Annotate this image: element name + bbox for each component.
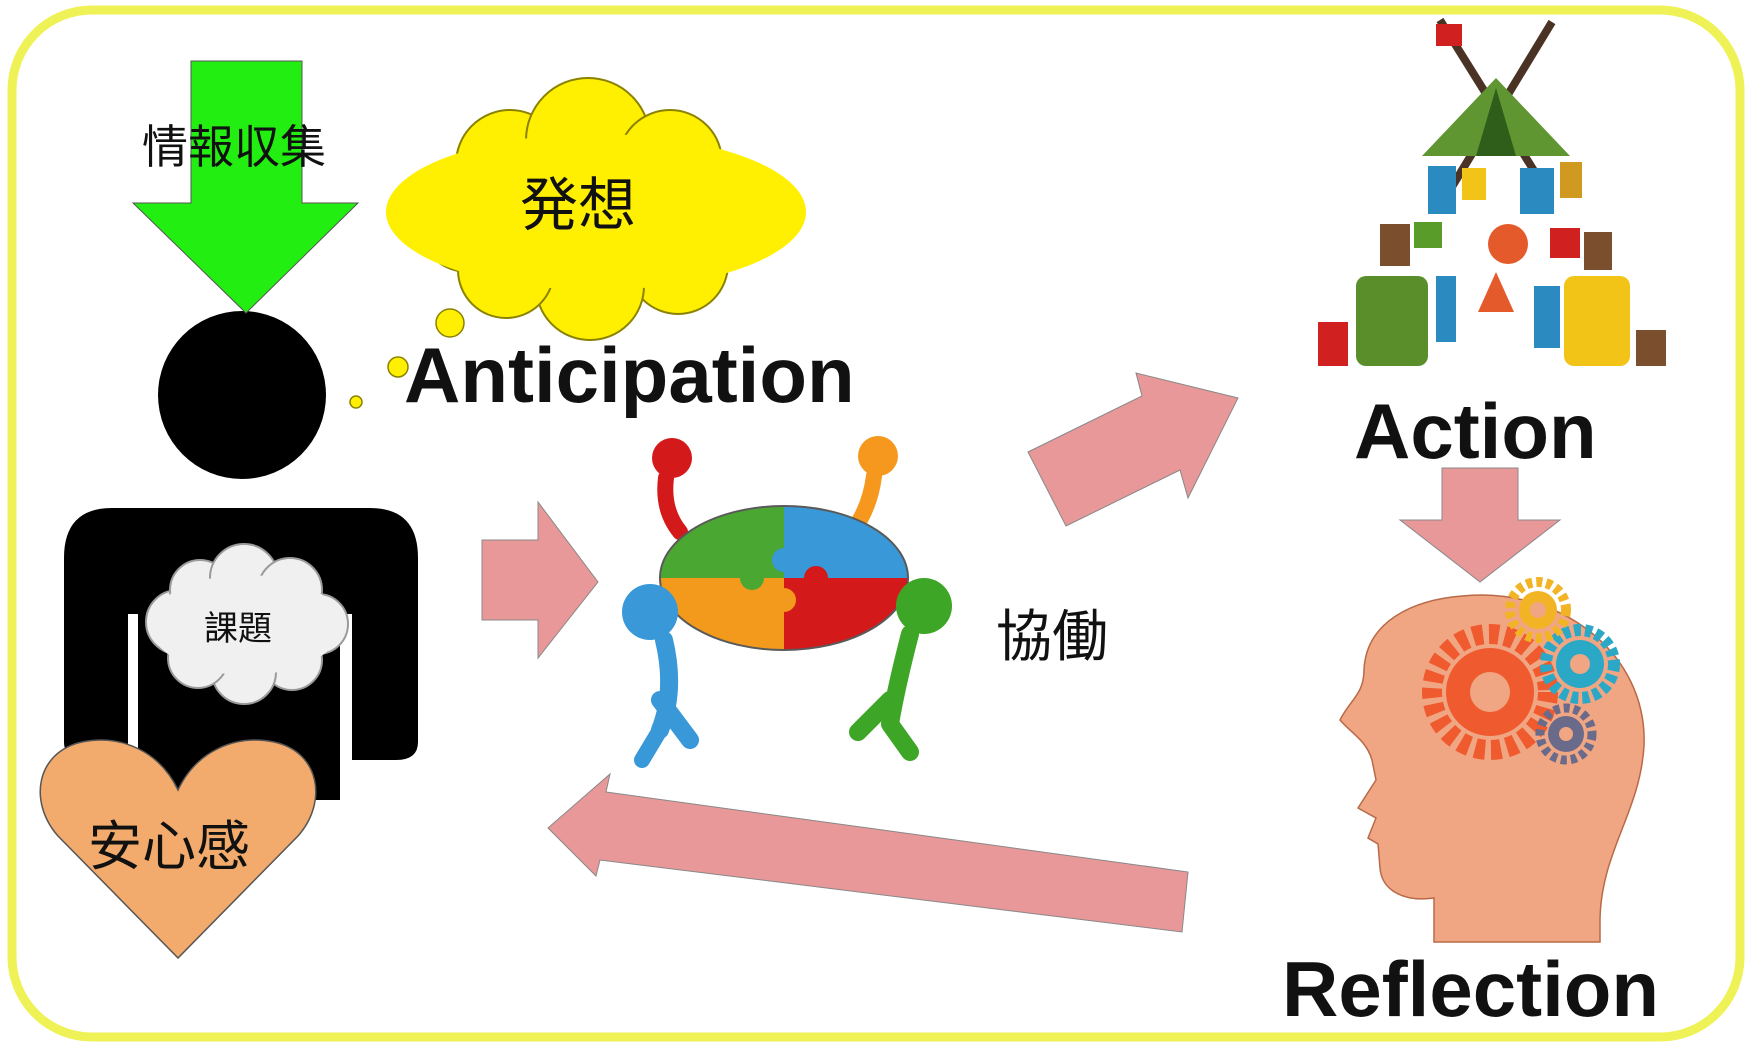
- arrow-to-collaboration: [481, 500, 599, 660]
- anticipation-title: Anticipation: [404, 331, 855, 419]
- info-gathering-label: 情報収集: [142, 120, 326, 174]
- puzzle-team-icon: [622, 436, 952, 768]
- head-gears-icon: [1339, 577, 1645, 943]
- arrow-action-to-reflection: [1398, 467, 1562, 583]
- collaboration-label: 協働: [996, 605, 1108, 670]
- action-title: Action: [1354, 387, 1597, 475]
- arrow-to-action: [1027, 372, 1239, 527]
- security-label: 安心感: [88, 815, 250, 878]
- info-gathering-arrow: [131, 60, 360, 314]
- idea-label: 発想: [520, 171, 637, 239]
- security-heart: [39, 739, 317, 960]
- camping-gear-tent-icon: [1318, 17, 1666, 366]
- arrow-reflection-to-anticipation: [547, 772, 1189, 933]
- issue-label: 課題: [204, 609, 272, 649]
- idea-thought-cloud: [349, 77, 806, 409]
- reflection-title: Reflection: [1282, 945, 1660, 1033]
- issue-cloud: [145, 543, 349, 705]
